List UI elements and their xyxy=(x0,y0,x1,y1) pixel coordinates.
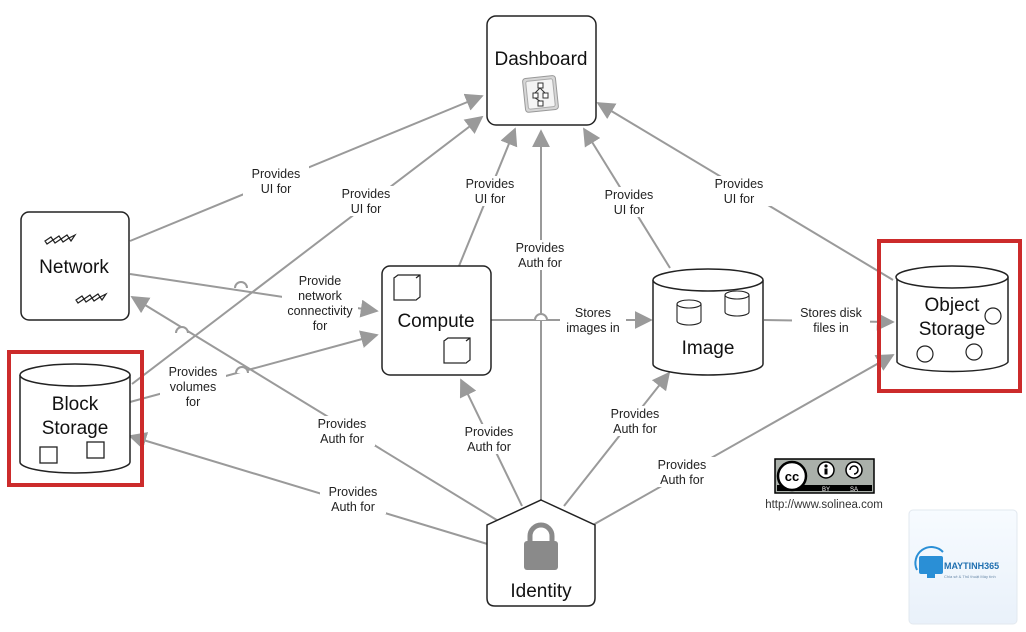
edge-identity-block xyxy=(128,432,495,547)
node-compute: Compute xyxy=(381,265,492,376)
block-square-icon-2 xyxy=(86,441,105,459)
edge-identity-object xyxy=(583,354,895,531)
hop-1 xyxy=(234,281,248,289)
hierarchy-icon xyxy=(522,75,559,113)
mini-cylinder-icon-2 xyxy=(724,290,750,317)
hop-4 xyxy=(534,313,548,321)
cc-icon xyxy=(776,460,808,492)
edge-identity-image xyxy=(563,371,671,507)
disk-icon xyxy=(984,307,1002,325)
line-hops xyxy=(175,281,548,374)
highlight-box-block xyxy=(7,350,144,487)
lock-icon xyxy=(524,522,558,570)
disk-icon-3 xyxy=(965,343,983,361)
node-identity: Identity xyxy=(486,499,596,607)
identity-title: Identity xyxy=(510,581,572,602)
monitor-icon xyxy=(919,556,943,574)
node-image: Image xyxy=(652,268,764,376)
network-title: Network xyxy=(39,257,109,278)
cube-icon xyxy=(393,274,421,301)
cube-icon-2 xyxy=(443,337,471,364)
disk-icon-2 xyxy=(916,345,934,363)
node-dashboard: Dashboard xyxy=(486,15,597,126)
lightning-icon xyxy=(44,233,77,245)
hop-3 xyxy=(235,366,249,374)
by-label: BY xyxy=(822,487,830,493)
dashboard-title: Dashboard xyxy=(495,49,588,70)
image-title: Image xyxy=(682,338,735,359)
solinea-url: http://www.solinea.com xyxy=(765,499,883,511)
cc-license-badge: cc BY SA xyxy=(774,458,875,494)
node-network: Network xyxy=(20,211,130,321)
hop-2 xyxy=(175,326,189,334)
watermark-tagline: Chia sẻ & Thủ thuật Máy tính xyxy=(944,574,996,579)
maytinh365-watermark: MAYTINH365 Chia sẻ & Thủ thuật Máy tính xyxy=(908,509,1018,625)
mini-cylinder-icon xyxy=(676,299,702,326)
sa-icon xyxy=(845,461,863,479)
cc-icon-text: cc xyxy=(785,469,799,484)
block-square-icon xyxy=(39,446,58,464)
lightning-icon-2 xyxy=(75,292,108,304)
highlight-box-object xyxy=(877,239,1022,393)
edge-identity-network xyxy=(130,296,501,523)
compute-title: Compute xyxy=(397,311,474,332)
sa-label: SA xyxy=(850,487,858,493)
watermark-brand: MAYTINH365 xyxy=(944,561,999,571)
edge-block-dashboard xyxy=(131,115,484,385)
